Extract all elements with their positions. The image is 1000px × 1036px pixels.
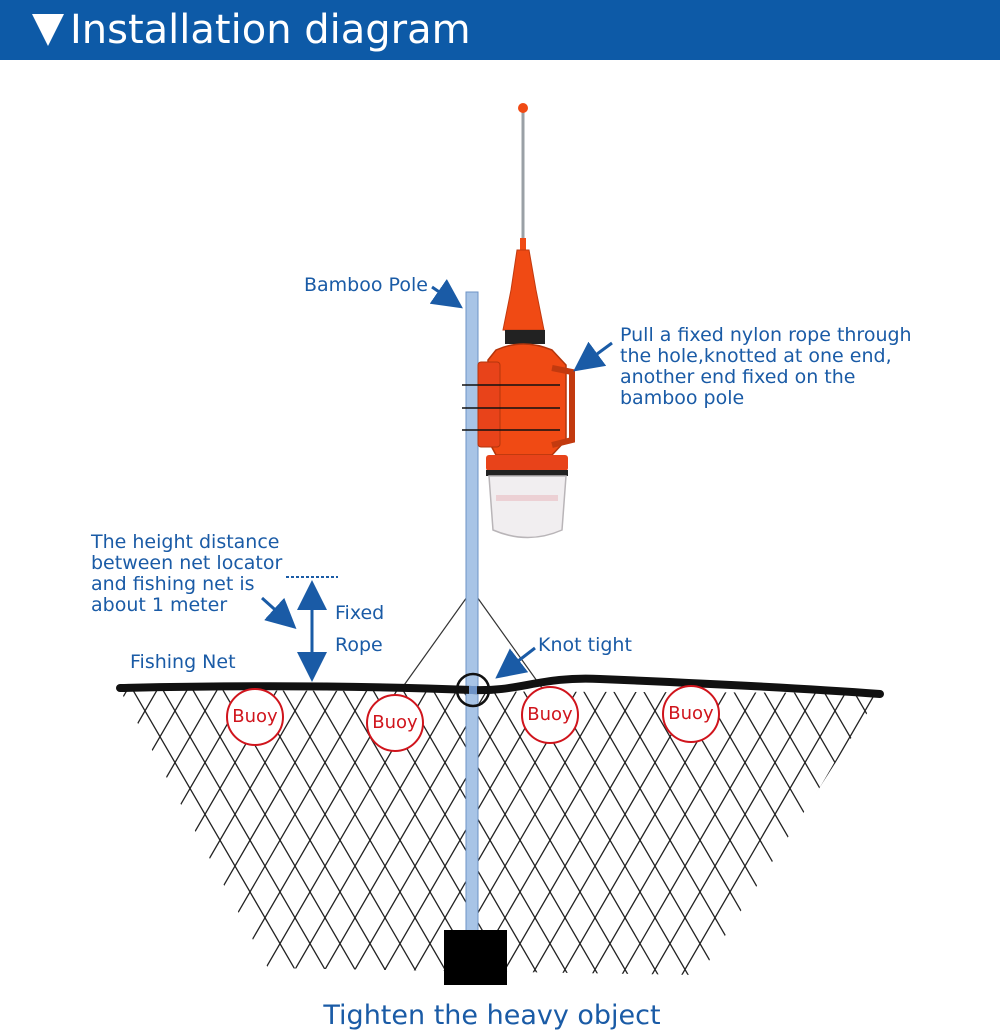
- bamboo-pole-label: Bamboo Pole: [304, 274, 428, 296]
- nylon-rope-line-4: bamboo pole: [620, 387, 745, 409]
- nylon-rope-label: Pull a fixed nylon rope through the hole…: [620, 325, 912, 409]
- buoy-label-4: Buoy: [668, 703, 714, 724]
- bamboo-pole-arrow: [429, 279, 463, 309]
- fixed-rope-label-2: Rope: [335, 634, 383, 656]
- locator-lens: [488, 475, 567, 539]
- height-distance-line-4: about 1 meter: [91, 594, 228, 616]
- buoy-circles: [226, 685, 720, 752]
- header-bar: Installation diagram: [0, 0, 1000, 60]
- buoy-2: [366, 694, 424, 752]
- heavy-object: [444, 930, 507, 985]
- net-rope-lines: [401, 589, 543, 689]
- height-distance-arrow: [260, 596, 297, 630]
- nylon-rope-line-1: Pull a fixed nylon rope through: [620, 324, 912, 346]
- bamboo-pole: [465, 291, 479, 938]
- nylon-rope-line-3: another end fixed on the: [620, 366, 856, 388]
- nylon-rope-arrow: [573, 341, 613, 372]
- locator-neck: [502, 249, 545, 331]
- antenna-tip: [518, 103, 528, 113]
- height-distance-label: The height distance between net locator …: [91, 532, 282, 616]
- knot-tight-arrow: [495, 646, 536, 679]
- annotation-arrows: [260, 279, 613, 682]
- buoy-1: [226, 688, 284, 746]
- buoy-label-1: Buoy: [232, 706, 278, 727]
- net-locator-device: [462, 103, 575, 539]
- locator-side-panel: [477, 361, 501, 448]
- knot-circle: [455, 672, 491, 708]
- buoy-3: [521, 686, 579, 744]
- page-title: Installation diagram: [70, 7, 471, 53]
- height-distance-line-1: The height distance: [91, 531, 280, 553]
- nylon-rope-line-2: the hole,knotted at one end,: [620, 345, 892, 367]
- locator-handle: [551, 365, 575, 448]
- buoy-label-2: Buoy: [372, 712, 418, 733]
- triangle-down-icon: [32, 14, 64, 46]
- knot-tight-label: Knot tight: [538, 634, 632, 656]
- buoy-4: [662, 685, 720, 743]
- fishing-net-label: Fishing Net: [130, 651, 236, 673]
- height-distance-line-2: between net locator: [91, 552, 283, 574]
- locator-body: [487, 343, 567, 456]
- fixed-rope-label-1: Fixed: [335, 602, 385, 624]
- buoy-label-3: Buoy: [527, 704, 573, 725]
- heavy-object-caption: Tighten the heavy object: [323, 1000, 661, 1031]
- height-distance-line-3: and fishing net is: [91, 573, 255, 595]
- fishing-net-rope: [116, 674, 884, 698]
